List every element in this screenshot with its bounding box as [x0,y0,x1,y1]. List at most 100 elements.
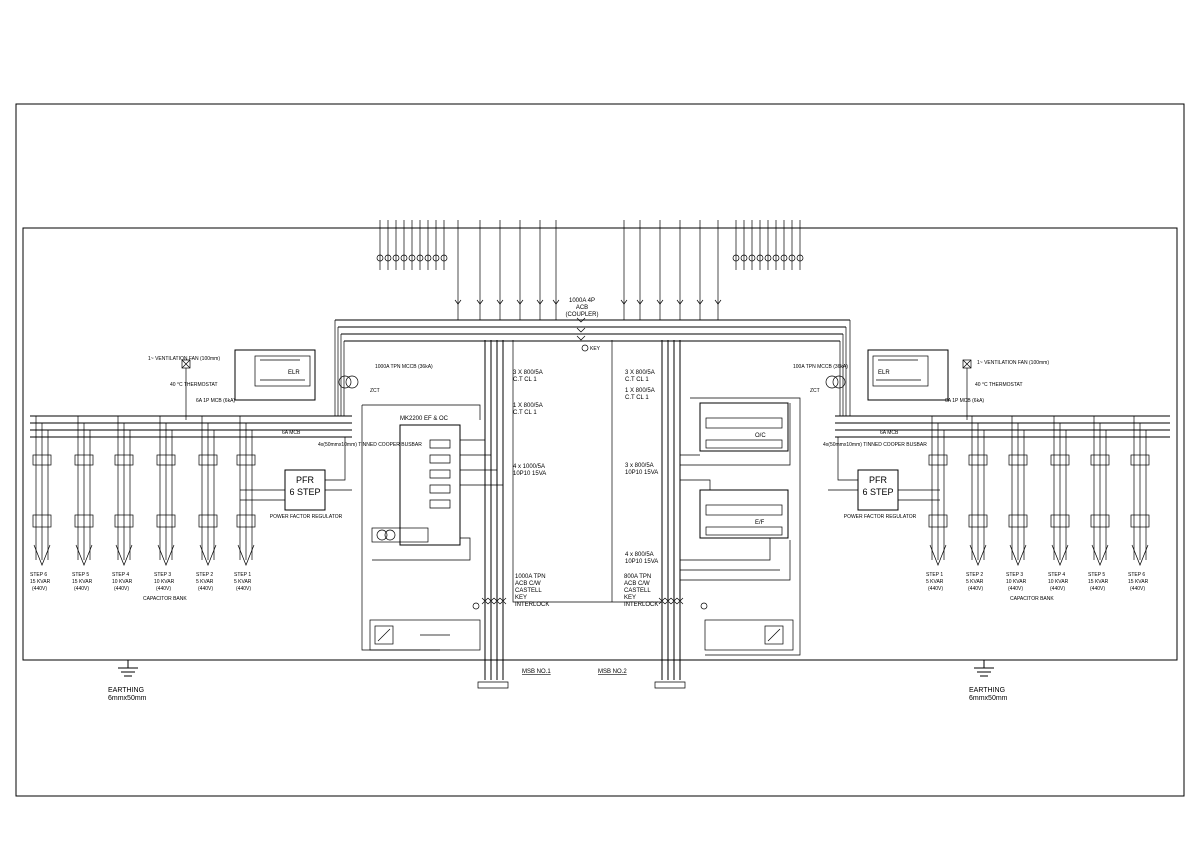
panel-enclosure [22,227,1178,661]
fan-left-label: 1~ VENTILATION FAN (100mm) [148,356,220,362]
step-kvar: 5 KVAR [966,579,984,585]
step-labels: STEP 615 KVAR(440V)STEP 515 KVAR(440V)ST… [30,572,1149,592]
ct-left-3: 1 X 800/5A [513,403,543,409]
capacitor-steps-left [32,416,256,566]
elr-left-label: ELR [288,370,300,376]
coupler-key: KEY [590,346,601,352]
step-kvar: 5 KVAR [926,579,944,585]
capacitor-symbol [199,544,217,566]
feeder-terminal [756,254,764,262]
ct-left-2: C.T CL 1 [513,377,537,383]
ct-right-6: 10P10 15VA [625,470,658,476]
feeder-breaker [552,299,560,305]
capacitor-symbol [115,544,133,566]
feeder-terminal [392,254,400,262]
capacitor-busbar-left [30,415,352,438]
step-kvar: 15 KVAR [1088,579,1109,585]
feeder-breaker [620,299,628,305]
step-contactor [74,514,94,528]
outgoing-feeders-left [376,220,560,320]
ct-right-1: 3 X 800/5A [625,370,655,376]
acb-symbols [472,597,708,610]
step-name: STEP 5 [72,572,89,578]
step-kvar: 15 KVAR [30,579,51,585]
coupler-label-1: 1000A 4P [569,298,595,304]
feeder-terminal [732,254,740,262]
capacitor-steps-right [928,416,1150,566]
step-name: STEP 4 [112,572,129,578]
feeder-terminal [400,254,408,262]
step-fuse [236,454,256,466]
capacitor-symbol [1051,544,1069,566]
earthing-right: EARTHING 6mmx50mm [969,660,1008,702]
step-fuse [1130,454,1150,466]
feeder-breaker [516,299,524,305]
ct-left-1: 3 X 800/5A [513,370,543,376]
step-fuse [114,454,134,466]
pfr-right-title-1: PFR [869,475,888,485]
step-contactor [1050,514,1070,528]
capacitor-symbol [33,544,51,566]
capacitor-busbar-right [835,415,1170,438]
feeder-terminal [384,254,392,262]
step-fuse [156,454,176,466]
pfr-left-caption: POWER FACTOR REGULATOR [270,514,343,520]
feeder-terminal [788,254,796,262]
step-contactor [156,514,176,528]
earthing-left: EARTHING 6mmx50mm [108,660,147,702]
elr-left: ELR ZCT [234,349,380,401]
acb-right-3: CASTELL [624,588,651,594]
fan-mcb-right-label: 6A 1P MCB (6kA) [945,398,984,404]
feeder-breaker [696,299,704,305]
capacitor-symbol [969,544,987,566]
step-contactor [236,514,256,528]
feeder-terminal [416,254,424,262]
step-contactor [928,514,948,528]
outgoing-feeders-right [620,220,804,320]
feeder-terminal [424,254,432,262]
feeder-breaker [656,299,664,305]
feeder-terminal [408,254,416,262]
feeder-terminal [748,254,756,262]
feeder-terminal [432,254,440,262]
step-voltage: (440V) [198,586,213,592]
step-contactor [968,514,988,528]
feeder-breaker [714,299,722,305]
step-fuse [1050,454,1070,466]
pfr-left-title-2: 6 STEP [289,487,320,497]
acb-left-1: 1000A TPN [515,574,546,580]
step-fuse [74,454,94,466]
feeder-breaker [536,299,544,305]
fan-right: 1~ VENTILATION FAN (100mm) 40 °C THERMOS… [945,359,1049,420]
step-fuse [968,454,988,466]
ct-right-7: 4 x 800/5A [625,552,654,558]
coupler-label-3: (COUPLER) [565,312,598,318]
msb1-label: MSB NO.1 [522,669,551,675]
elr-right-label: ELR [878,370,890,376]
step-kvar: 10 KVAR [154,579,175,585]
capacitor-symbol [929,544,947,566]
acb-right-4: KEY [624,595,636,601]
ct-left-5: 4 x 1000/5A [513,464,545,470]
ct-right-8: 10P10 15VA [625,559,658,565]
feeder-terminal [764,254,772,262]
ct-right-2: C.T CL 1 [625,377,649,383]
step-kvar: 15 KVAR [1128,579,1149,585]
ct-left-6: 10P10 15VA [513,471,546,477]
thermostat-left-label: 40 °C THERMOSTAT [170,382,218,388]
acb-left-3: CASTELL [515,588,542,594]
acb-left-4: KEY [515,595,527,601]
fan-mcb-left-label: 6A 1P MCB (6kA) [196,398,235,404]
msb2-label: MSB NO.2 [598,669,627,675]
capacitor-symbol [1131,544,1149,566]
step-voltage: (440V) [968,586,983,592]
step-voltage: (440V) [1130,586,1145,592]
step-contactor [1090,514,1110,528]
feeder-breaker [636,299,644,305]
drawing-border [15,103,1185,797]
step-voltage: (440V) [156,586,171,592]
step-name: STEP 3 [154,572,171,578]
earthing-left-title: EARTHING [108,687,144,694]
ef-label: E/F [755,520,765,526]
